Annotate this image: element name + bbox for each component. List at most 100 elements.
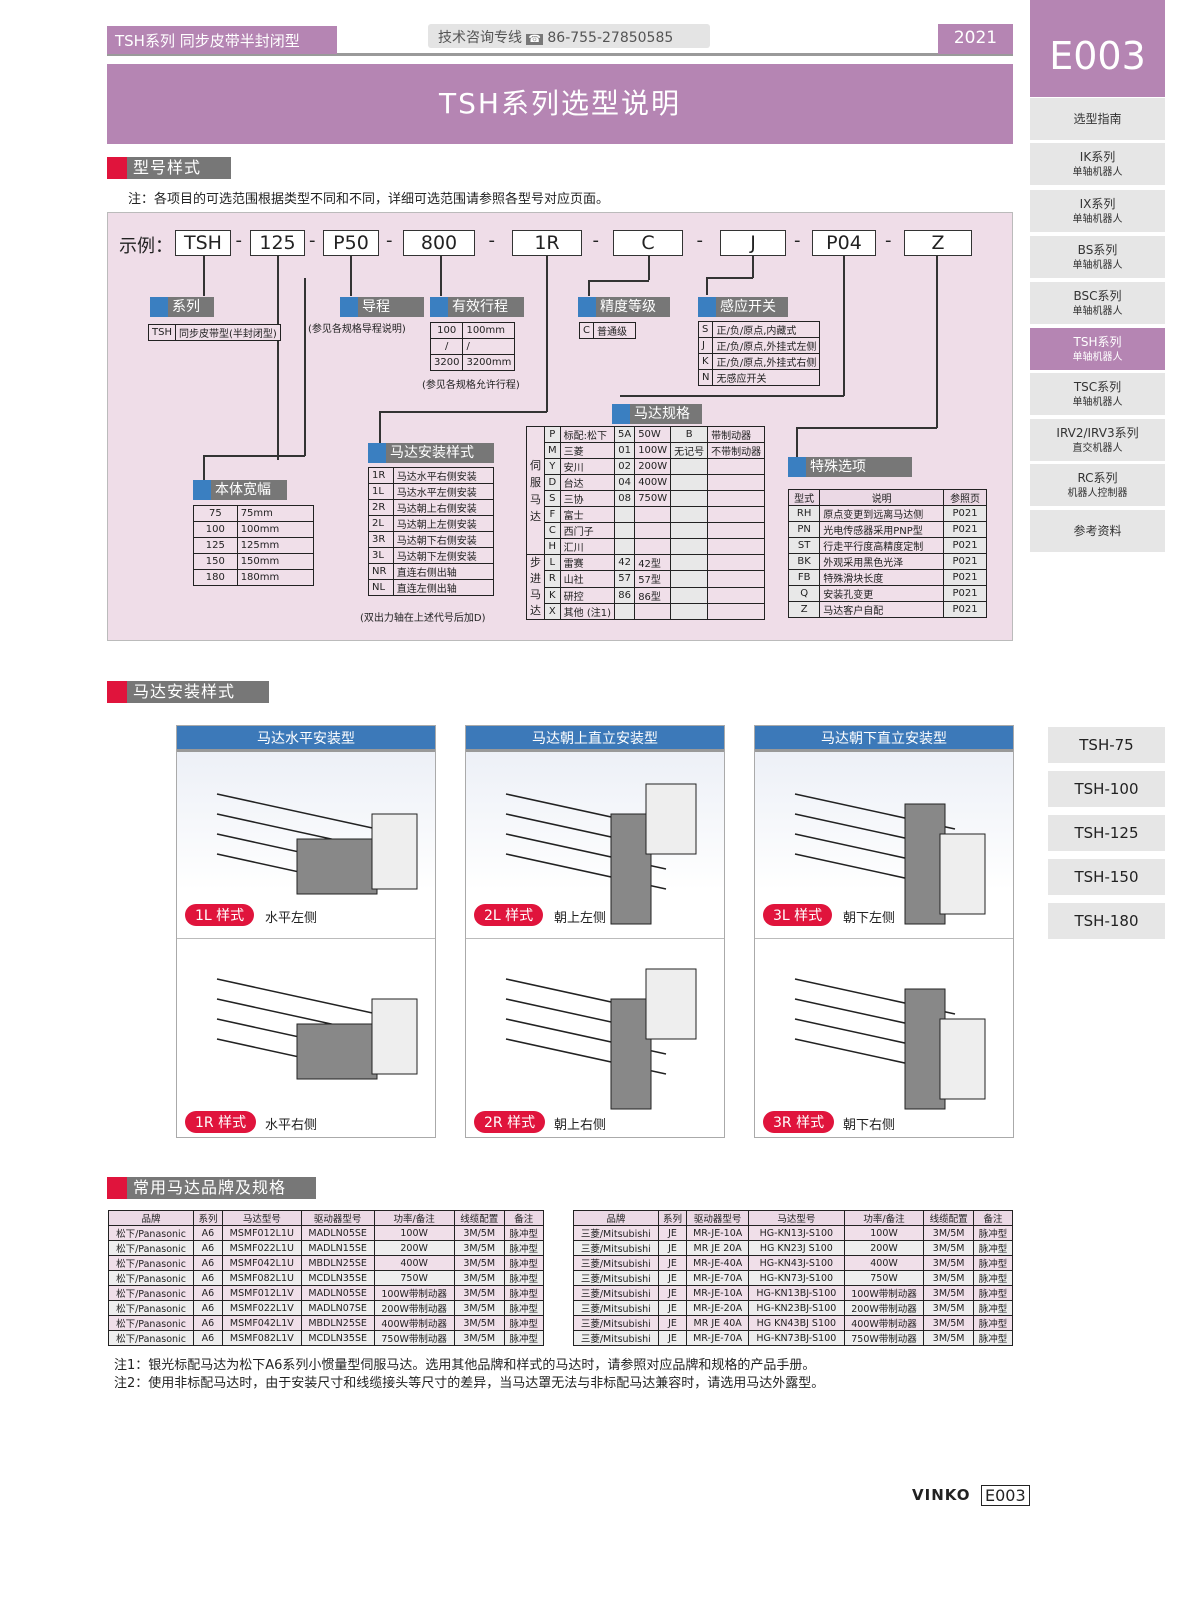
cell: 200W带制动器 [843,1300,925,1316]
sidebar-item[interactable]: TSC系列单轴机器人 [1030,373,1165,415]
cell: MR-JE-70A [686,1330,750,1346]
style-code-badge: 2L 样式 [474,904,544,926]
cell: 180mm [236,569,315,586]
cell: JE [657,1285,688,1301]
cell: 3M/5M [453,1330,505,1346]
cell: 雷赛 [559,553,615,572]
sidebar-item[interactable]: 选型指南 [1030,98,1165,140]
sidebar-item[interactable]: 参考资料 [1030,510,1165,552]
cell [670,586,709,604]
cell: 3200mm [462,354,516,371]
note-1: 注1：银光标配马达为松下A6系列小惯量型伺服马达。选用其他品牌和样式的马达时，请… [114,1358,816,1373]
cell: 三菱/Mitsubishi [573,1255,659,1271]
cell [613,538,636,555]
sidebar-item[interactable]: IX系列单轴机器人 [1030,190,1165,232]
sidebar-item[interactable]: IK系列单轴机器人 [1030,143,1165,185]
cell: 86型 [634,586,672,604]
cell: 松下/Panasonic [107,1225,195,1241]
cell: 松下/Panasonic [107,1315,195,1331]
example-part: J [720,230,786,256]
header-cell: 品牌 [107,1210,195,1226]
cell: MR JE 20A [686,1240,750,1256]
cell: 3R [368,531,394,548]
model-tab[interactable]: TSH-75 [1048,727,1165,763]
cell: JE [657,1270,688,1286]
cell: 3L [368,547,394,564]
cell: HG-KN23BJ-S100 [748,1300,845,1316]
cell: Q [787,585,821,602]
cell: 3200 [429,354,464,371]
cell: HG-KN13J-S100 [748,1225,845,1241]
cell: MADLN05SE [300,1285,375,1301]
hotline: 技术咨询专线 ☎ 86-755-27850585 [428,24,710,48]
cell: 三菱 [559,442,615,459]
cell [634,602,672,621]
cell: 脉冲型 [972,1270,1014,1286]
cell [707,553,766,572]
cell: HG-KN73BJ-S100 [748,1330,845,1346]
page-title: TSH系列选型说明 [107,64,1013,144]
stroke-note: (参见各规格允许行程) [422,380,520,391]
separator: - [235,230,243,251]
cell [670,458,709,475]
cell: 200W带制动器 [373,1300,455,1316]
section-title-mount: 马达安装样式 [107,681,269,703]
cell: 脉冲型 [972,1240,1014,1256]
cell: 三菱/Mitsubishi [573,1315,659,1331]
sidebar-item[interactable]: RC系列机器人控制器 [1030,464,1165,506]
header-cell: 驱动器型号 [300,1210,375,1226]
cell: HG KN43BJ S100 [748,1315,845,1331]
cell [670,538,709,555]
cell: HG-KN13BJ-S100 [748,1285,845,1301]
model-tab[interactable]: TSH-100 [1048,771,1165,807]
cell: 脉冲型 [503,1330,545,1346]
style-desc: 朝上左侧 [554,911,607,926]
cell: 脉冲型 [972,1285,1014,1301]
mount-variant-top: 2L 样式朝上左侧 [466,754,724,954]
header-rule [107,24,1013,56]
model-tab[interactable]: TSH-180 [1048,903,1165,939]
connector [304,278,306,456]
sidebar-item[interactable]: TSH系列单轴机器人 [1030,328,1165,370]
cell: 150 [193,553,238,570]
cell: PN [787,521,821,538]
cell: MSMF082L1U [221,1270,302,1286]
cell: 42型 [634,553,672,572]
cell: A6 [193,1315,223,1331]
model-tab[interactable]: TSH-125 [1048,815,1165,851]
cell [670,506,709,523]
mount-note: (双出力轴在上述代号后加D) [360,613,486,624]
cell: 2R [368,499,394,516]
cell: 马达朝上左侧安装 [392,515,495,532]
cell: 3M/5M [923,1255,974,1271]
connector [706,277,753,279]
cell: 57型 [634,570,672,588]
model-tab[interactable]: TSH-150 [1048,859,1165,895]
cell: 100 [429,322,464,339]
cell: P021 [943,505,987,522]
cell: P021 [943,601,987,618]
cell: 100W带制动器 [373,1285,455,1301]
cell: MSMF042L1V [221,1315,302,1331]
servo-label: 伺服马达 [526,426,545,555]
cell: 同步皮带型(半封闭型) [174,324,281,341]
cell: P021 [943,537,987,554]
sidebar-item[interactable]: IRV2/IRV3系列直交机器人 [1030,419,1165,461]
cell: 三协 [559,490,615,507]
sidebar-item[interactable]: BSC系列单轴机器人 [1030,282,1165,324]
cell: 带制动器 [707,426,766,443]
connector [203,455,305,457]
sidebar-item[interactable]: BS系列单轴机器人 [1030,236,1165,278]
